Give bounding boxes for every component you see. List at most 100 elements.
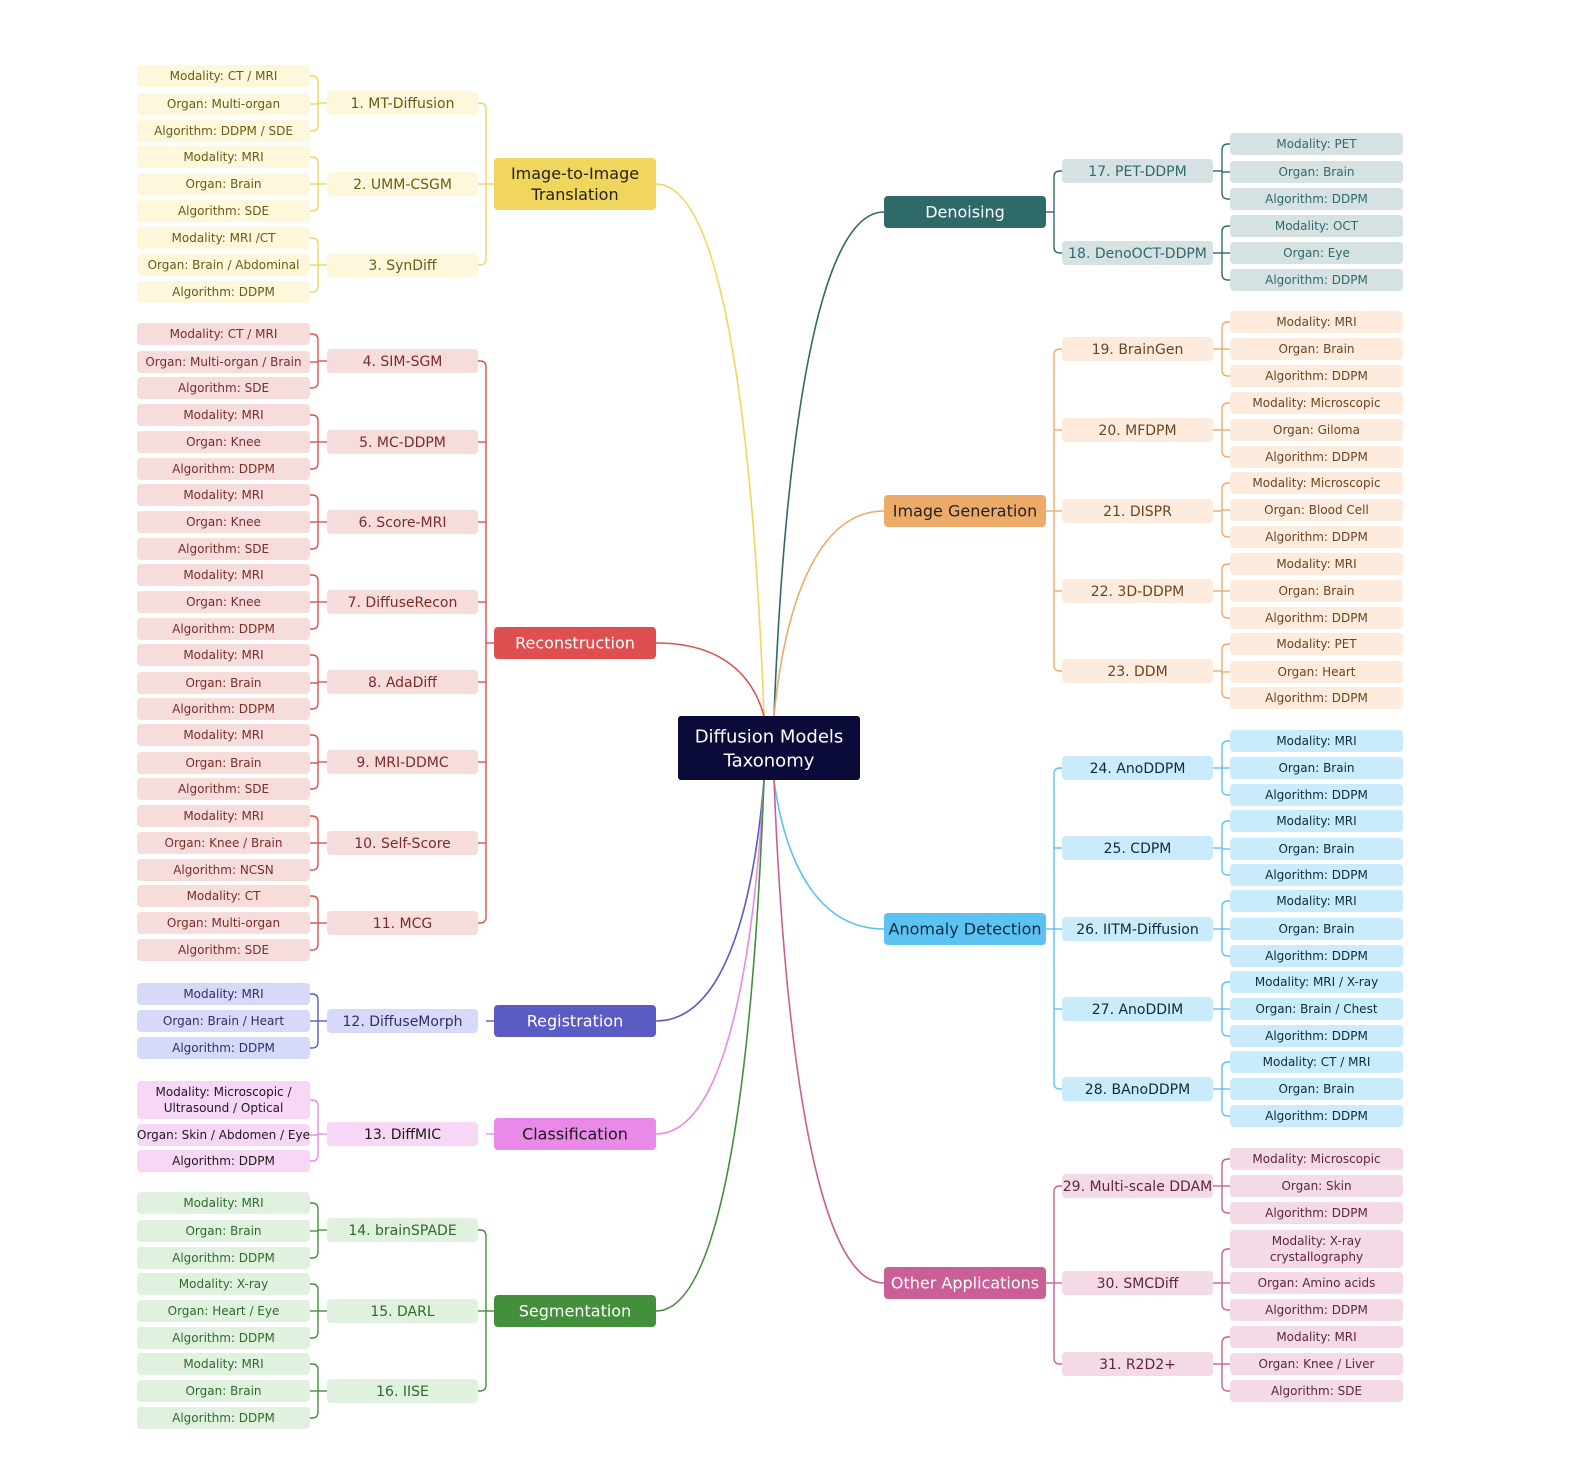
- method-label: 30. SMCDiff: [1097, 1276, 1179, 1292]
- attribute-box: [1230, 1380, 1403, 1402]
- attr-edge: [1221, 1206, 1230, 1214]
- method-edge: [1053, 348, 1062, 356]
- attribute-label: Algorithm: SDE: [178, 782, 269, 796]
- method-label: 11. MCG: [373, 916, 432, 932]
- attribute-label: Organ: Brain: [1278, 761, 1354, 775]
- attribute-node: Algorithm: SDE: [137, 377, 310, 399]
- attribute-box: [1230, 1051, 1403, 1073]
- method-edge: [1053, 246, 1062, 254]
- attribute-label: Organ: Brain: [1278, 342, 1354, 356]
- attribute-box: [137, 511, 310, 533]
- attribute-node: Organ: Brain: [137, 752, 310, 774]
- root-to-category-edge: [655, 779, 765, 1135]
- attribute-label: Organ: Knee / Brain: [165, 836, 283, 850]
- attr-edge: [1221, 611, 1230, 619]
- attribute-label: Modality: Microscopic: [1252, 396, 1380, 410]
- attr-edge: [1221, 1384, 1230, 1392]
- attribute-node: Organ: Brain: [1230, 838, 1403, 860]
- attribute-box: [137, 752, 310, 774]
- attribute-box: [137, 484, 310, 506]
- attribute-box: [1230, 971, 1403, 993]
- attribute-box: [1230, 499, 1403, 521]
- category-node: Classification: [494, 1118, 656, 1150]
- attribute-box: [1230, 784, 1403, 806]
- attribute-box: [137, 805, 310, 827]
- attribute-label: Algorithm: DDPM: [1265, 691, 1368, 705]
- attribute-box: [1230, 1230, 1403, 1268]
- attr-edge: [310, 1363, 319, 1371]
- attribute-label: Modality: MRI: [1276, 315, 1356, 329]
- attribute-node: Modality: OCT: [1230, 215, 1403, 237]
- attribute-label: Organ: Knee / Liver: [1259, 1357, 1375, 1371]
- attribute-node: Modality: CT / MRI: [137, 65, 310, 87]
- attribute-node: Algorithm: DDPM: [1230, 864, 1403, 886]
- attr-edge: [1221, 225, 1230, 233]
- category-node: Other Applications: [884, 1267, 1046, 1299]
- attribute-box: [137, 200, 310, 222]
- method-edge: [1053, 1357, 1062, 1365]
- attribute-node: Organ: Multi-organ: [137, 93, 310, 115]
- attr-edge: [1221, 740, 1230, 748]
- category-node: Registration: [494, 1005, 656, 1037]
- category-node: Reconstruction: [494, 627, 656, 659]
- root-to-category-edge: [655, 779, 765, 1312]
- method-node: 31. R2D2+: [1062, 1352, 1213, 1376]
- category-node: Image Generation: [884, 495, 1046, 527]
- attribute-box: [137, 1247, 310, 1269]
- method-box: [327, 510, 478, 534]
- attribute-box: [1230, 1326, 1403, 1348]
- attribute-label: Modality: X-ray: [179, 1277, 268, 1291]
- method-label: 17. PET-DDPM: [1088, 164, 1186, 180]
- attribute-node: Organ: Multi-organ: [137, 912, 310, 934]
- method-edge: [478, 258, 487, 266]
- attribute-label: Organ: Giloma: [1273, 423, 1360, 437]
- attribute-box: [137, 1220, 310, 1242]
- attribute-node: Algorithm: DDPM: [1230, 945, 1403, 967]
- attribute-box: [1230, 392, 1403, 414]
- method-edge: [1053, 664, 1062, 672]
- attr-edge: [310, 542, 319, 550]
- category-box: [494, 1295, 656, 1327]
- attr-edge: [1221, 1029, 1230, 1037]
- attr-edge: [310, 943, 319, 951]
- attribute-label: Modality: OCT: [1275, 219, 1359, 233]
- category-node: Anomaly Detection: [884, 913, 1046, 945]
- attr-edge: [1221, 949, 1230, 957]
- attribute-node: Organ: Brain: [1230, 161, 1403, 183]
- attribute-node: Modality: Microscopic: [1230, 392, 1403, 414]
- attribute-node: Algorithm: DDPM: [137, 1150, 310, 1172]
- attribute-node: Organ: Knee: [137, 511, 310, 533]
- attribute-box: [1230, 838, 1403, 860]
- attr-edge: [310, 333, 319, 341]
- category-box: [884, 1267, 1046, 1299]
- attribute-box: [137, 146, 310, 168]
- attribute-box: [137, 591, 310, 613]
- attr-edge: [310, 285, 319, 293]
- method-label: 21. DISPR: [1103, 504, 1172, 520]
- attribute-node: Organ: Giloma: [1230, 419, 1403, 441]
- attribute-node: Organ: Brain: [137, 672, 310, 694]
- attribute-box: [1230, 1105, 1403, 1127]
- attribute-node: Organ: Brain / Heart: [137, 1010, 310, 1032]
- attribute-label: Algorithm: DDPM: [1265, 1109, 1368, 1123]
- method-node: 6. Score-MRI: [327, 510, 478, 534]
- method-label: 31. R2D2+: [1099, 1357, 1176, 1373]
- attr-edge: [310, 124, 319, 132]
- method-box: [1062, 418, 1213, 442]
- method-node: 19. BrainGen: [1062, 337, 1213, 361]
- attribute-label: Organ: Heart / Eye: [168, 1304, 280, 1318]
- attribute-box: [137, 227, 310, 249]
- attribute-node: Organ: Brain: [1230, 1078, 1403, 1100]
- attribute-node: Modality: PET: [1230, 133, 1403, 155]
- attribute-label: Modality: CT / MRI: [170, 327, 278, 341]
- attribute-box: [137, 1300, 310, 1322]
- attribute-node: Algorithm: DDPM: [1230, 365, 1403, 387]
- root-to-category-edge: [655, 183, 765, 717]
- attribute-box: [137, 458, 310, 480]
- attribute-label: Modality: MRI: [183, 728, 263, 742]
- attribute-node: Algorithm: DDPM: [137, 1037, 310, 1059]
- method-node: 25. CDPM: [1062, 836, 1213, 860]
- attribute-label: Algorithm: DDPM: [172, 1331, 275, 1345]
- method-node: 23. DDM: [1062, 659, 1213, 683]
